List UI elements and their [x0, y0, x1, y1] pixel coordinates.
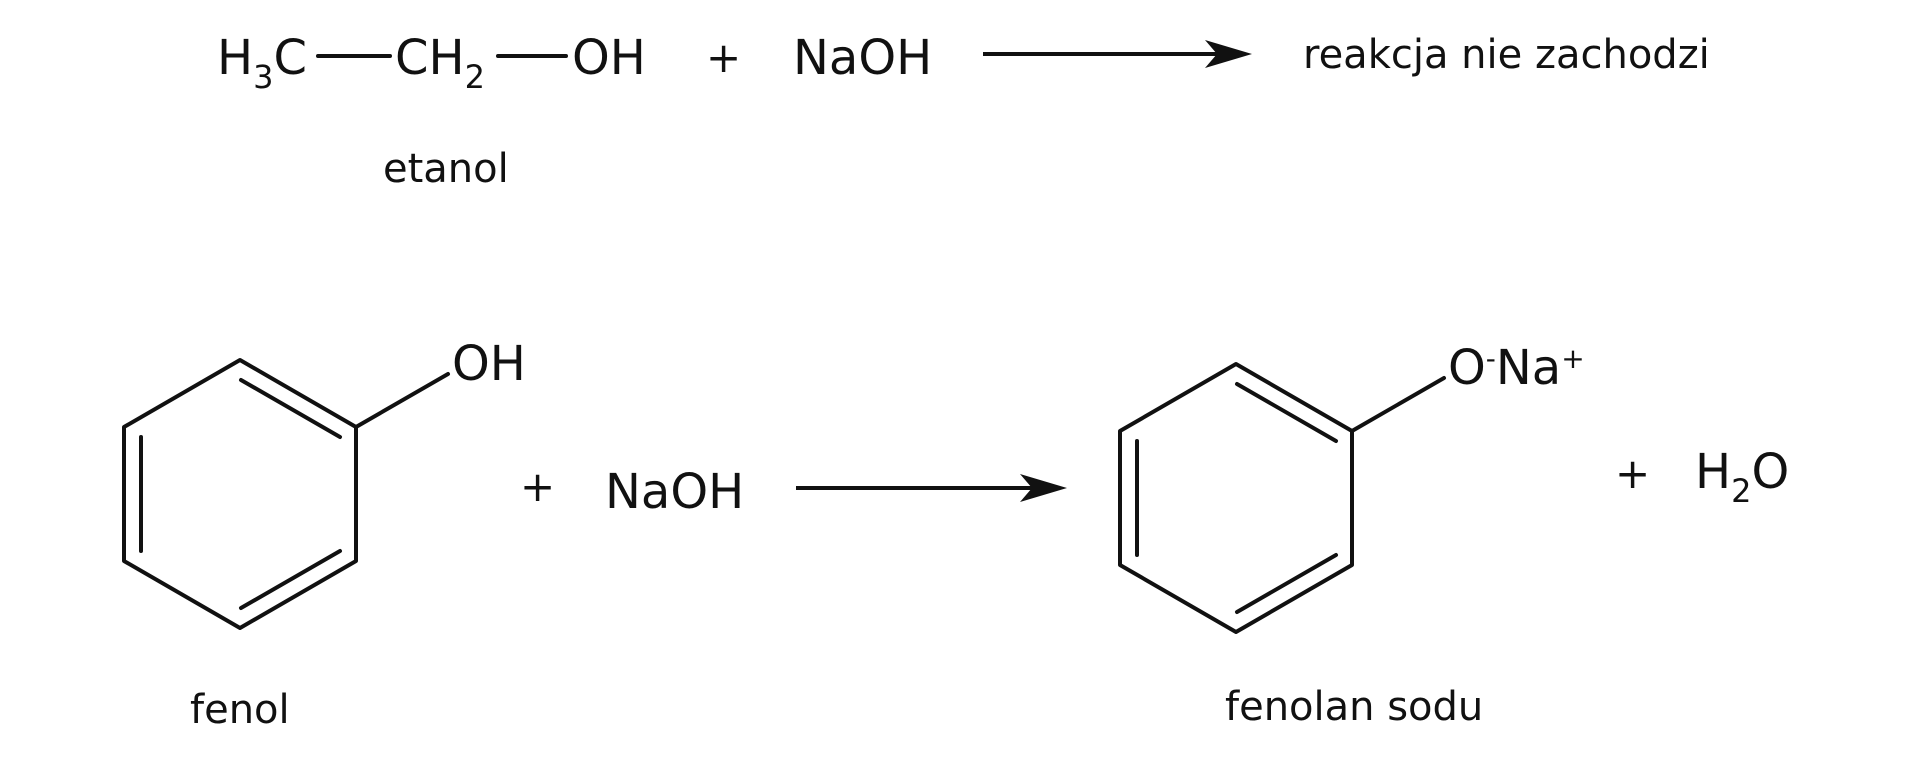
ethanol-h3c: H3C — [217, 30, 307, 96]
reagent-naoh: NaOH — [605, 464, 744, 520]
phenoxide-structure: O-Na+ — [1118, 340, 1585, 634]
arrowhead-icon — [1205, 40, 1252, 68]
phenoxide-double-bond — [1235, 553, 1338, 614]
arrowhead-icon — [1020, 474, 1067, 502]
phenol-ring — [122, 358, 358, 630]
phenol-c-o-bond — [354, 372, 450, 429]
no-reaction-text: reakcja nie zachodzi — [1303, 32, 1710, 78]
water-h2o: H2O — [1695, 444, 1789, 510]
reaction-ethanol: H3C CH2 OH + NaOH reakcja nie zachodzi e… — [217, 30, 1710, 192]
phenoxide-ring — [1118, 362, 1354, 634]
label-etanol: etanol — [383, 146, 509, 192]
ethanol-oh: OH — [572, 30, 646, 86]
label-fenolan-sodu: fenolan sodu — [1225, 684, 1483, 730]
phenol-oh: OH — [452, 336, 526, 392]
phenol-double-bond — [239, 549, 342, 610]
phenoxide-c-o-bond — [1350, 376, 1446, 433]
plus-sign: + — [1615, 449, 1650, 498]
phenoxide-double-bond — [1235, 382, 1338, 443]
phenol-structure: OH — [122, 336, 526, 630]
phenoxide-o-na: O-Na+ — [1448, 340, 1585, 396]
label-fenol: fenol — [190, 687, 290, 733]
phenol-double-bond — [239, 378, 342, 439]
plus-sign: + — [520, 462, 555, 511]
ethanol-ch2: CH2 — [395, 30, 485, 96]
plus-sign: + — [706, 33, 741, 82]
reagent-naoh: NaOH — [793, 30, 932, 86]
reaction-phenol: OH + NaOH O-Na+ + H2O fenol fenolan sodu — [122, 336, 1789, 733]
